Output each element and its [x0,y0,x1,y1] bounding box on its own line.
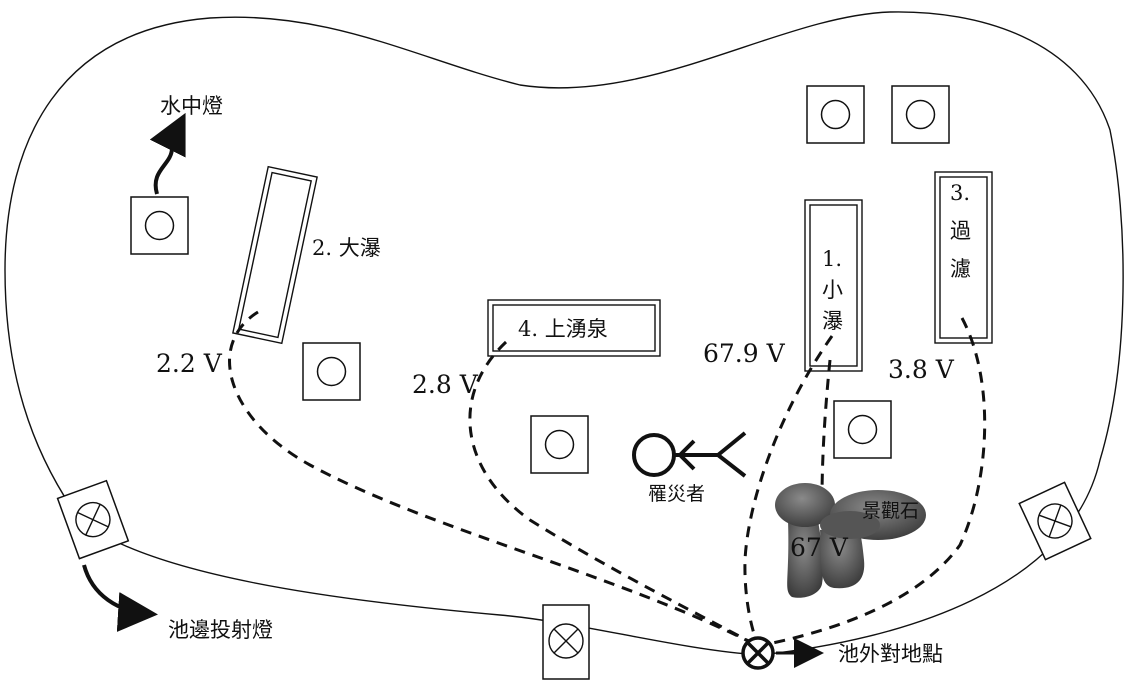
path-small-waterfall [743,335,834,647]
small-waterfall-box [804,199,863,372]
underwater-lights [130,85,950,474]
underwater-light-label: 水中燈 [160,94,223,118]
underwater-light-1 [130,196,189,255]
underwater-light-3 [530,415,589,474]
underwater-light-4 [806,85,865,144]
voltage-rock: 67 V [790,533,849,562]
path-upper-spring [468,340,759,648]
victim-label: 罹災者 [648,483,705,505]
poolside-light-arrow [82,564,158,632]
voltage-big-waterfall: 2.2 V [156,349,223,378]
poolside-light-label: 池邊投射燈 [168,618,273,642]
voltage-paths [228,310,987,648]
filter-box [934,171,993,344]
ground-point-label: 池外對地點 [838,642,943,666]
upper-spring-label: 4. 上湧泉 [518,317,608,341]
landscape-rock [775,483,926,598]
underwater-light-5 [891,85,950,144]
underwater-light-6 [833,400,892,459]
path-small-waterfall-to-rock [820,359,832,501]
filter-num: 3. [950,181,970,205]
voltage-small-waterfall: 67.9 V [703,339,786,368]
ground-point-symbol [741,636,824,670]
small-waterfall-num: 1. [822,247,842,271]
underwater-light-2 [302,342,361,401]
poolside-light-left [56,479,130,560]
voltage-filter: 3.8 V [888,355,955,384]
small-waterfall-char-2: 瀑 [822,309,843,333]
filter-char-1: 過 [950,219,971,243]
filter-char-2: 濾 [950,257,971,281]
voltage-upper-spring: 2.8 V [412,370,479,399]
pool-outline [4,11,1124,656]
victim-symbol [632,431,747,478]
small-waterfall-char-1: 小 [822,278,843,302]
upper-spring-box [487,299,661,357]
big-waterfall-label: 2. 大瀑 [312,236,381,260]
big-waterfall-box [232,165,318,345]
underwater-light-arrow [149,112,186,195]
path-big-waterfall [228,310,759,648]
poolside-light-bottom [542,604,590,680]
poolside-light-right [1018,481,1092,561]
path-filter [757,317,987,648]
landscape-rock-label: 景觀石 [862,500,919,522]
